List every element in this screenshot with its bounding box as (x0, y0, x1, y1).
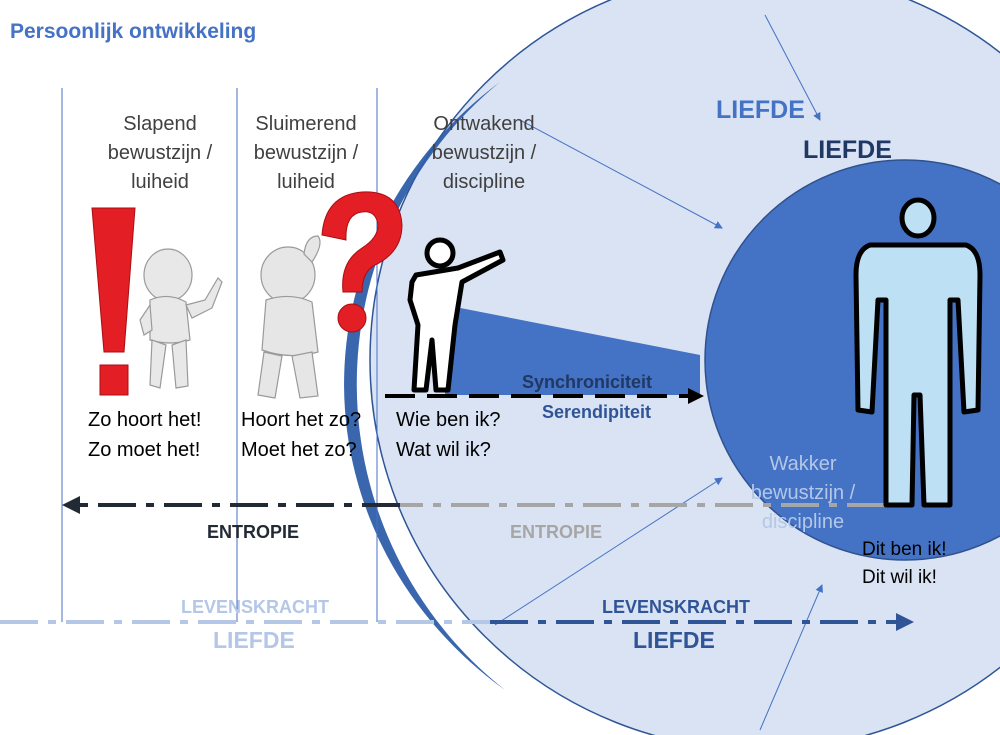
column-separators (61, 88, 378, 622)
liefde-left-label: LIEFDE (213, 627, 295, 653)
liefde-outer-label: LIEFDE (716, 96, 805, 124)
levenskracht-left-label: LEVENSKRACHT (181, 597, 330, 617)
thinking-person-icon (257, 235, 321, 399)
serendipiteit-label: Serendipiteit (542, 402, 652, 422)
entropie-left-label: ENTROPIE (207, 522, 300, 542)
liefde-right-label: LIEFDE (633, 627, 715, 653)
quote-sluimerend: Hoort het zo?Moet het zo? (241, 409, 362, 461)
quote-wakker: Dit ben ik!Dit wil ik! (862, 539, 947, 588)
question-icon (321, 191, 403, 333)
pointing-person-icon (407, 237, 506, 393)
standing-person-icon (853, 197, 983, 508)
liefde-inner-label: LIEFDE (803, 136, 892, 164)
page-title: Persoonlijk ontwikkeling (10, 20, 257, 43)
levenskracht-arrow (0, 613, 914, 631)
quote-slapend: Zo hoort het!Zo moet het! (88, 409, 202, 461)
exclamation-icon (91, 207, 136, 396)
quote-ontwakend: Wie ben ik?Wat wil ik? (396, 409, 501, 461)
entropie-arrow (62, 496, 885, 514)
levenskracht-right-label: LEVENSKRACHT (602, 597, 751, 617)
pointing-up-person-icon (139, 248, 223, 389)
synchroniciteit-label: Synchroniciteit (522, 372, 653, 392)
entropie-right-label: ENTROPIE (510, 522, 603, 542)
synchroniciteit-arrow (385, 388, 704, 404)
